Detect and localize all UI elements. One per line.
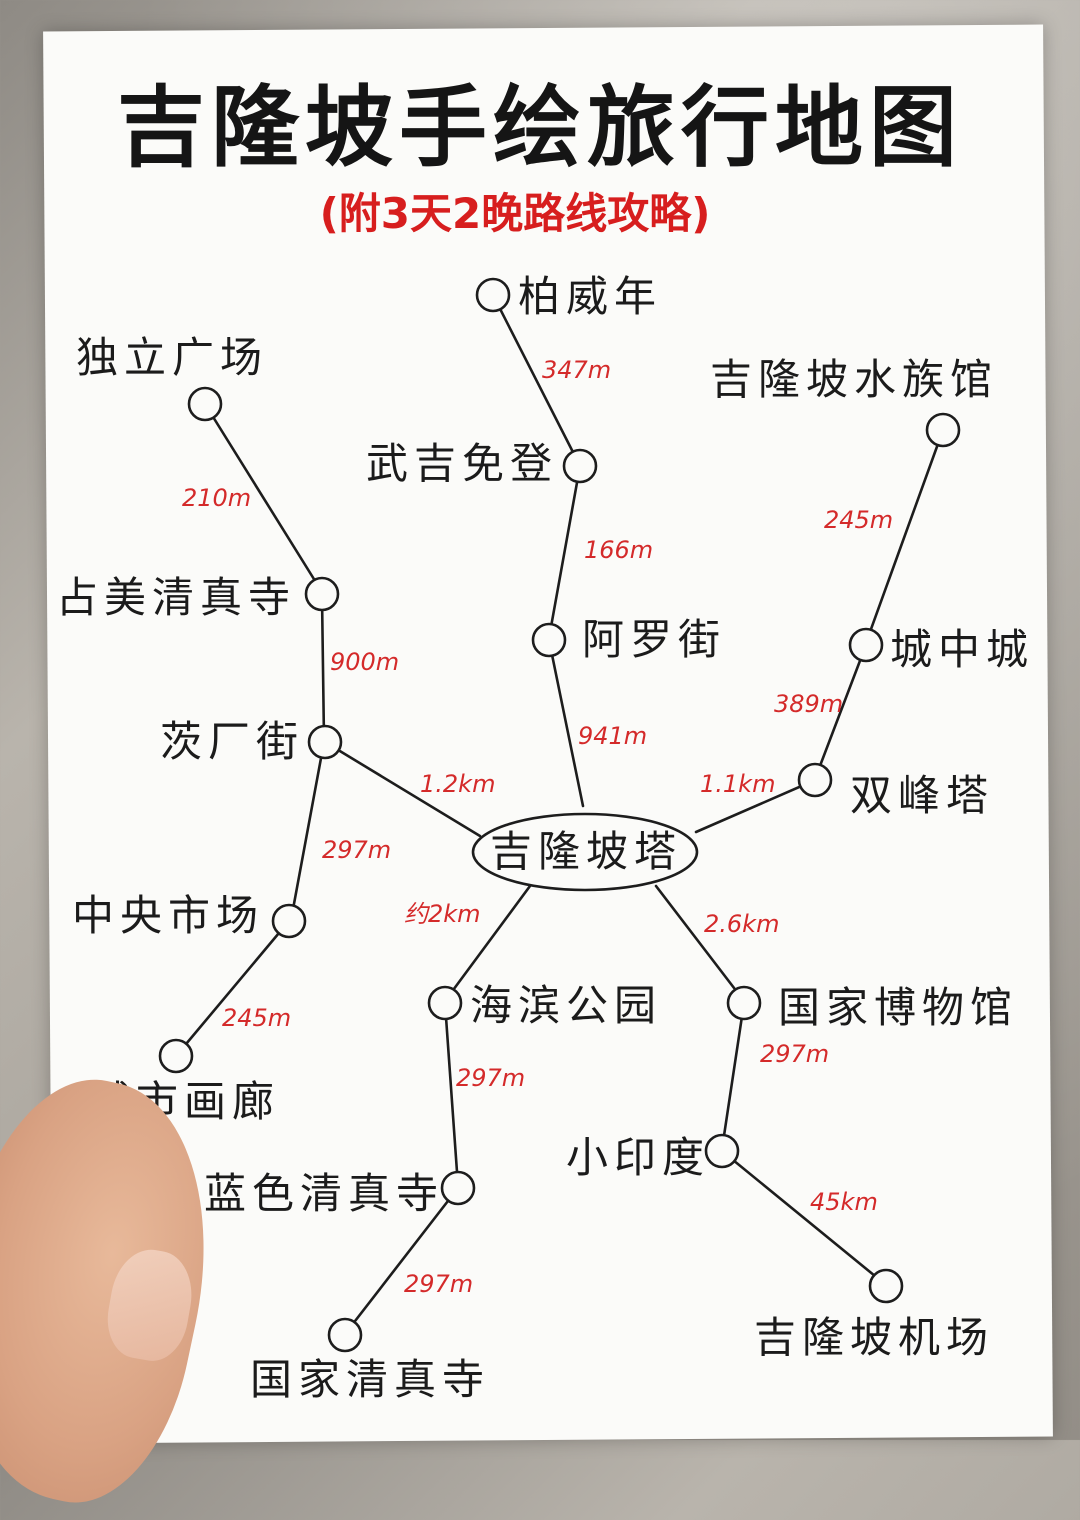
dist-alor-center: 941m — [578, 722, 647, 750]
dist-india-airport: 45km — [810, 1188, 878, 1216]
center-node — [471, 812, 699, 892]
place-labels: 柏威年 独立广场 吉隆坡水族馆 武吉免登 占美清真寺 阿罗街 城中城 茨厂街 双… — [56, 272, 1034, 1404]
label-seaside-park: 海滨公园 — [470, 981, 662, 1030]
label-national-mosque: 国家清真寺 — [250, 1355, 490, 1404]
dist-pavilion-bukit: 347m — [542, 356, 611, 384]
node-alor — [531, 622, 567, 658]
route-klcc-towers — [813, 643, 868, 781]
label-airport: 吉隆坡机场 — [754, 1313, 994, 1362]
distance-labels: 347m 210m 245m 166m 900m 389m 941m 1.2km… — [182, 356, 893, 1298]
route-bukit-alor — [547, 464, 582, 640]
label-twin-towers: 双峰塔 — [850, 771, 994, 820]
dist-aquaria-klcc: 245m — [824, 506, 893, 534]
node-airport — [868, 1268, 904, 1304]
node-merdeka — [187, 386, 223, 422]
route-blue-national — [343, 1186, 460, 1336]
label-petaling: 茨厂街 — [160, 717, 304, 766]
node-seaside-park — [427, 985, 463, 1021]
node-aquaria — [925, 412, 961, 448]
route-merdeka-jamek — [203, 402, 324, 594]
dist-klcc-towers: 389m — [774, 690, 843, 718]
dist-museum-india: 297m — [760, 1040, 829, 1068]
route-petaling-center — [323, 740, 482, 838]
node-central-market — [271, 903, 307, 939]
node-little-india — [704, 1133, 740, 1169]
node-national-mosque — [327, 1317, 363, 1353]
node-klcc — [848, 627, 884, 663]
map-title: 吉隆坡手绘旅行地图 — [117, 76, 963, 179]
node-jamek — [304, 576, 340, 612]
dist-towers-center: 1.1km — [700, 770, 775, 798]
node-twin-towers — [797, 762, 833, 798]
map-subtitle: (附3天2晚路线攻略) — [320, 189, 711, 238]
label-alor: 阿罗街 — [582, 615, 726, 664]
node-museum — [726, 985, 762, 1021]
dist-jamek-petaling: 900m — [330, 648, 399, 676]
route-lines — [174, 293, 945, 1336]
center-label: 吉隆坡塔 — [490, 827, 682, 876]
dist-central-gallery: 245m — [222, 1004, 291, 1032]
route-alor-center — [547, 638, 585, 808]
route-towers-center — [694, 779, 815, 834]
label-pavilion: 柏威年 — [518, 272, 662, 321]
route-petaling-central — [289, 740, 326, 922]
route-aquaria-klcc — [864, 428, 945, 645]
route-center-museum — [654, 884, 746, 1003]
dist-bukit-alor: 166m — [584, 536, 653, 564]
dist-petaling-center: 1.2km — [420, 770, 495, 798]
node-bukit-bintang — [562, 448, 598, 484]
node-blue-mosque — [440, 1170, 476, 1206]
label-blue-mosque: 蓝色清真寺 — [204, 1169, 444, 1218]
place-nodes — [158, 277, 961, 1353]
node-pavilion — [475, 277, 511, 313]
route-museum-india — [720, 1001, 746, 1151]
dist-merdeka-jamek: 210m — [182, 484, 251, 512]
node-gallery — [158, 1038, 194, 1074]
dist-petaling-central: 297m — [322, 836, 391, 864]
dist-seaside-blue: 297m — [456, 1064, 525, 1092]
label-museum: 国家博物馆 — [778, 983, 1018, 1032]
dist-blue-national: 297m — [404, 1270, 473, 1298]
route-india-airport — [720, 1149, 888, 1287]
route-pavilion-bukit — [491, 293, 580, 464]
node-petaling — [307, 724, 343, 760]
label-klcc: 城中城 — [890, 625, 1034, 674]
label-merdeka: 独立广场 — [76, 333, 268, 382]
label-central-market: 中央市场 — [72, 891, 264, 940]
route-jamek-petaling — [320, 594, 326, 742]
label-jamek: 占美清真寺 — [56, 573, 296, 622]
label-aquaria: 吉隆坡水族馆 — [710, 355, 998, 404]
label-little-india: 小印度 — [566, 1133, 710, 1182]
route-center-seaside — [443, 884, 532, 1003]
travel-map: 吉隆坡手绘旅行地图 (附3天2晚路线攻略) 吉隆坡塔 — [56, 76, 1034, 1404]
route-seaside-blue — [443, 1001, 460, 1188]
dist-center-museum: 2.6km — [704, 910, 779, 938]
label-bukit-bintang: 武吉免登 — [366, 439, 558, 488]
dist-center-seaside: 约2km — [404, 900, 481, 928]
route-central-gallery — [174, 919, 291, 1058]
